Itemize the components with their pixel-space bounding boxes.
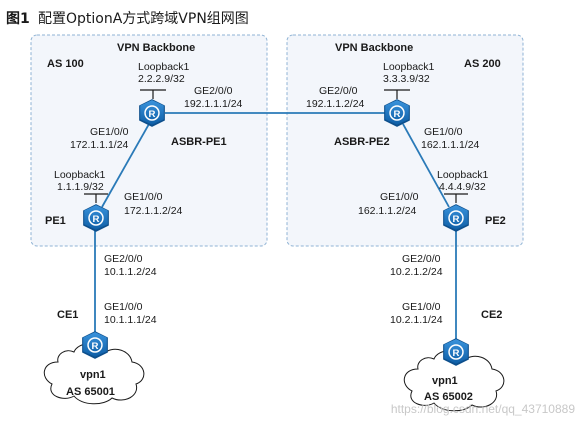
ce2-cloud [403,350,505,412]
ce1-ge1-name: GE1/0/0 [104,301,143,313]
ce1-as-label: AS 65001 [66,386,115,398]
as100-label: AS 100 [47,58,84,70]
asbr-pe1-ge2-ip: 192.1.1.1/24 [184,98,243,110]
asbr-pe2-name: ASBR-PE2 [334,136,390,148]
asbr-pe2-ge2-ip: 192.1.1.2/24 [306,98,365,110]
pe2-loopback-ip: 4.4.4.9/32 [439,181,486,193]
as100-domain-box [30,34,268,247]
link-asbr1-pe1 [101,123,150,208]
watermark-text: https://blog.csdn.net/qq_43710889 [391,402,575,416]
as200-backbone-label: VPN Backbone [335,42,413,54]
ce1-vpn-label: vpn1 [80,369,106,381]
as200-domain-box [286,34,524,247]
pe1-ge1-ip: 172.1.1.2/24 [124,205,183,217]
asbr-pe2-ge1-name: GE1/0/0 [424,126,463,138]
pe2-ge2-ip: 10.2.1.2/24 [390,266,443,278]
ce1-cloud [43,343,145,405]
pe2-ge1-name: GE1/0/0 [380,191,419,203]
ce2-ge1-name: GE1/0/0 [402,301,441,313]
pe1-loopback-label: Loopback1 [54,169,106,181]
pe2-ge1-ip: 162.1.1.2/24 [358,205,417,217]
pe2-ge2-name: GE2/0/0 [402,253,441,265]
asbr-pe2-ge1-ip: 162.1.1.1/24 [421,139,480,151]
pe2-name: PE2 [485,215,506,227]
asbr-pe1-ge2-name: GE2/0/0 [194,85,233,97]
pe1-ge2-ip: 10.1.1.2/24 [104,266,157,278]
figure-number: 图1 [6,11,30,27]
ce2-ge1-ip: 10.2.1.1/24 [390,314,443,326]
pe1-name: PE1 [45,215,66,227]
ce1-name: CE1 [57,309,78,321]
ce2-vpn-label: vpn1 [432,375,458,387]
asbr-pe2-loopback-label: Loopback1 [383,61,435,73]
pe2-loopback-label: Loopback1 [437,169,489,181]
as100-backbone-label: VPN Backbone [117,42,195,54]
pe1-loopback-ip: 1.1.1.9/32 [57,181,104,193]
asbr-pe1-loopback-label: Loopback1 [138,61,190,73]
asbr-pe1-loopback-ip: 2.2.2.9/32 [138,73,185,85]
ce2-name: CE2 [481,309,502,321]
asbr-pe2-ge2-name: GE2/0/0 [319,85,358,97]
asbr-pe1-name: ASBR-PE1 [171,136,227,148]
figure-caption: 配置OptionA方式跨域VPN组网图 [38,11,249,27]
pe1-ge2-name: GE2/0/0 [104,253,143,265]
ce2-as-label: AS 65002 [424,391,473,403]
link-asbr2-pe2 [402,123,450,208]
asbr-pe2-loopback-ip: 3.3.3.9/32 [383,73,430,85]
as200-label: AS 200 [464,58,501,70]
asbr-pe1-ge1-ip: 172.1.1.1/24 [70,139,129,151]
ce1-ge1-ip: 10.1.1.1/24 [104,314,157,326]
asbr-pe1-ge1-name: GE1/0/0 [90,126,129,138]
pe1-ge1-name: GE1/0/0 [124,191,163,203]
